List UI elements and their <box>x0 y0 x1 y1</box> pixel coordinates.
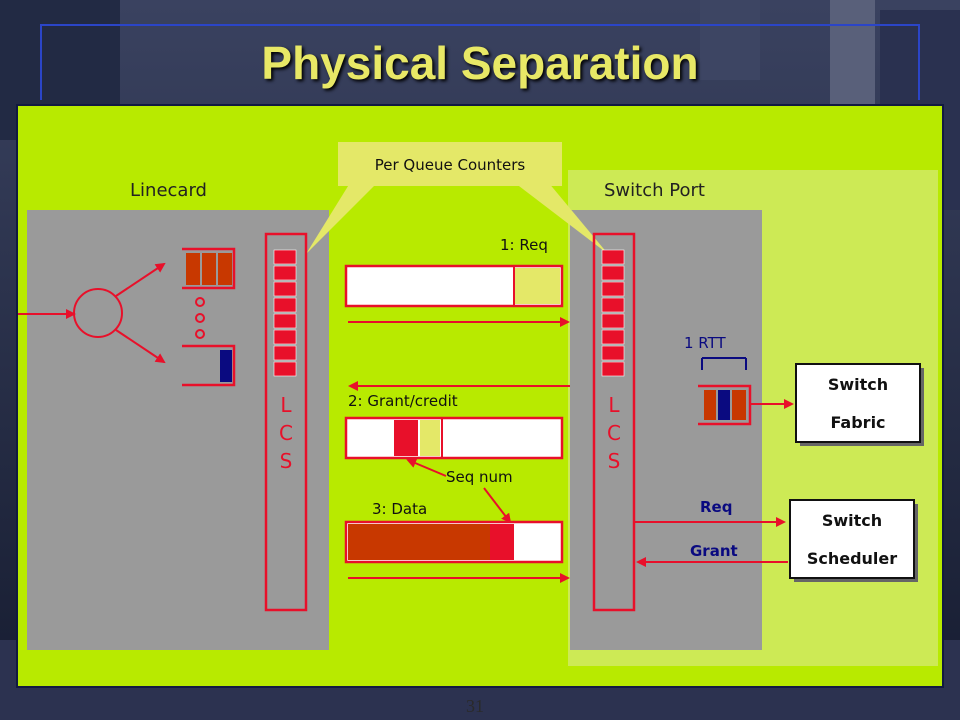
switch-lcs-letter: L <box>608 393 620 417</box>
linecard-lcs-letter: S <box>280 449 293 473</box>
switch-queue-cell <box>718 390 730 420</box>
switch-fabric-box <box>795 363 921 443</box>
grant-packet <box>344 416 564 460</box>
switch-queue-cell <box>732 390 746 420</box>
switch-fabric-label: Fabric <box>830 413 885 432</box>
switch-scheduler-box <box>789 499 915 579</box>
callout-box <box>338 142 562 186</box>
switch-fabric-label: Switch <box>828 375 888 394</box>
req-step-label: 1: Req <box>500 236 548 254</box>
callout-pointer-right <box>498 170 608 254</box>
switch-lcs-letter: C <box>607 421 621 445</box>
linecard-counters <box>273 249 297 377</box>
data-step-label: 3: Data <box>372 500 427 518</box>
grant-credit-field <box>420 420 440 456</box>
callout-pointer-left <box>306 170 390 254</box>
req-packet-header <box>514 268 560 304</box>
queue-ellipsis-dot <box>195 313 205 323</box>
queue-ellipsis-dot <box>195 297 205 307</box>
queue-top-cell <box>218 253 232 285</box>
classifier-arrow-up <box>115 262 166 297</box>
linecard-lcs-bar <box>264 232 308 612</box>
callout-label: Per Queue Counters <box>375 156 526 174</box>
page-title: Physical Separation <box>261 37 699 89</box>
linecard-label: Linecard <box>130 180 207 201</box>
data-seq-field <box>490 524 514 560</box>
seq-num-label: Seq num <box>446 468 513 486</box>
seq-num-pointer-data <box>483 487 512 524</box>
switch-counters <box>601 249 625 377</box>
switch-scheduler-label: Scheduler <box>807 549 897 568</box>
queue-ellipsis-dot <box>195 329 205 339</box>
switch-queue-cell <box>704 390 716 420</box>
grant-step-label: 2: Grant/credit <box>348 392 458 410</box>
switch-scheduler-label: Switch <box>822 511 882 530</box>
linecard-lcs-letter: C <box>279 421 293 445</box>
queue-bottom-cell <box>220 350 232 382</box>
title-frame <box>40 24 920 100</box>
rtt-label: 1 RTT <box>684 334 727 352</box>
diagram-canvas: Linecard Switch Port Per Queue Counters <box>18 142 938 666</box>
switch-port-box <box>570 210 762 650</box>
grant-seq-field <box>394 420 418 456</box>
linecard-queue-top <box>182 247 236 290</box>
switch-lcs-letter: S <box>608 449 621 473</box>
seq-num-pointer-grant <box>406 458 447 477</box>
data-payload <box>348 524 490 560</box>
linecard-queue-bottom <box>182 344 236 387</box>
switch-port-label: Switch Port <box>604 180 705 201</box>
queue-top-cell <box>186 253 200 285</box>
linecard-lcs-letter: L <box>280 393 292 417</box>
diagram-panel: Linecard Switch Port Per Queue Counters <box>16 104 944 688</box>
classifier-arrow-down <box>115 329 166 364</box>
queue-top-cell <box>202 253 216 285</box>
sched-req-label: Req <box>700 498 732 516</box>
switch-lcs-bar <box>592 232 636 612</box>
sched-grant-label: Grant <box>690 542 738 560</box>
classifier-circle <box>73 288 123 338</box>
slide-number: 31 <box>466 696 484 716</box>
